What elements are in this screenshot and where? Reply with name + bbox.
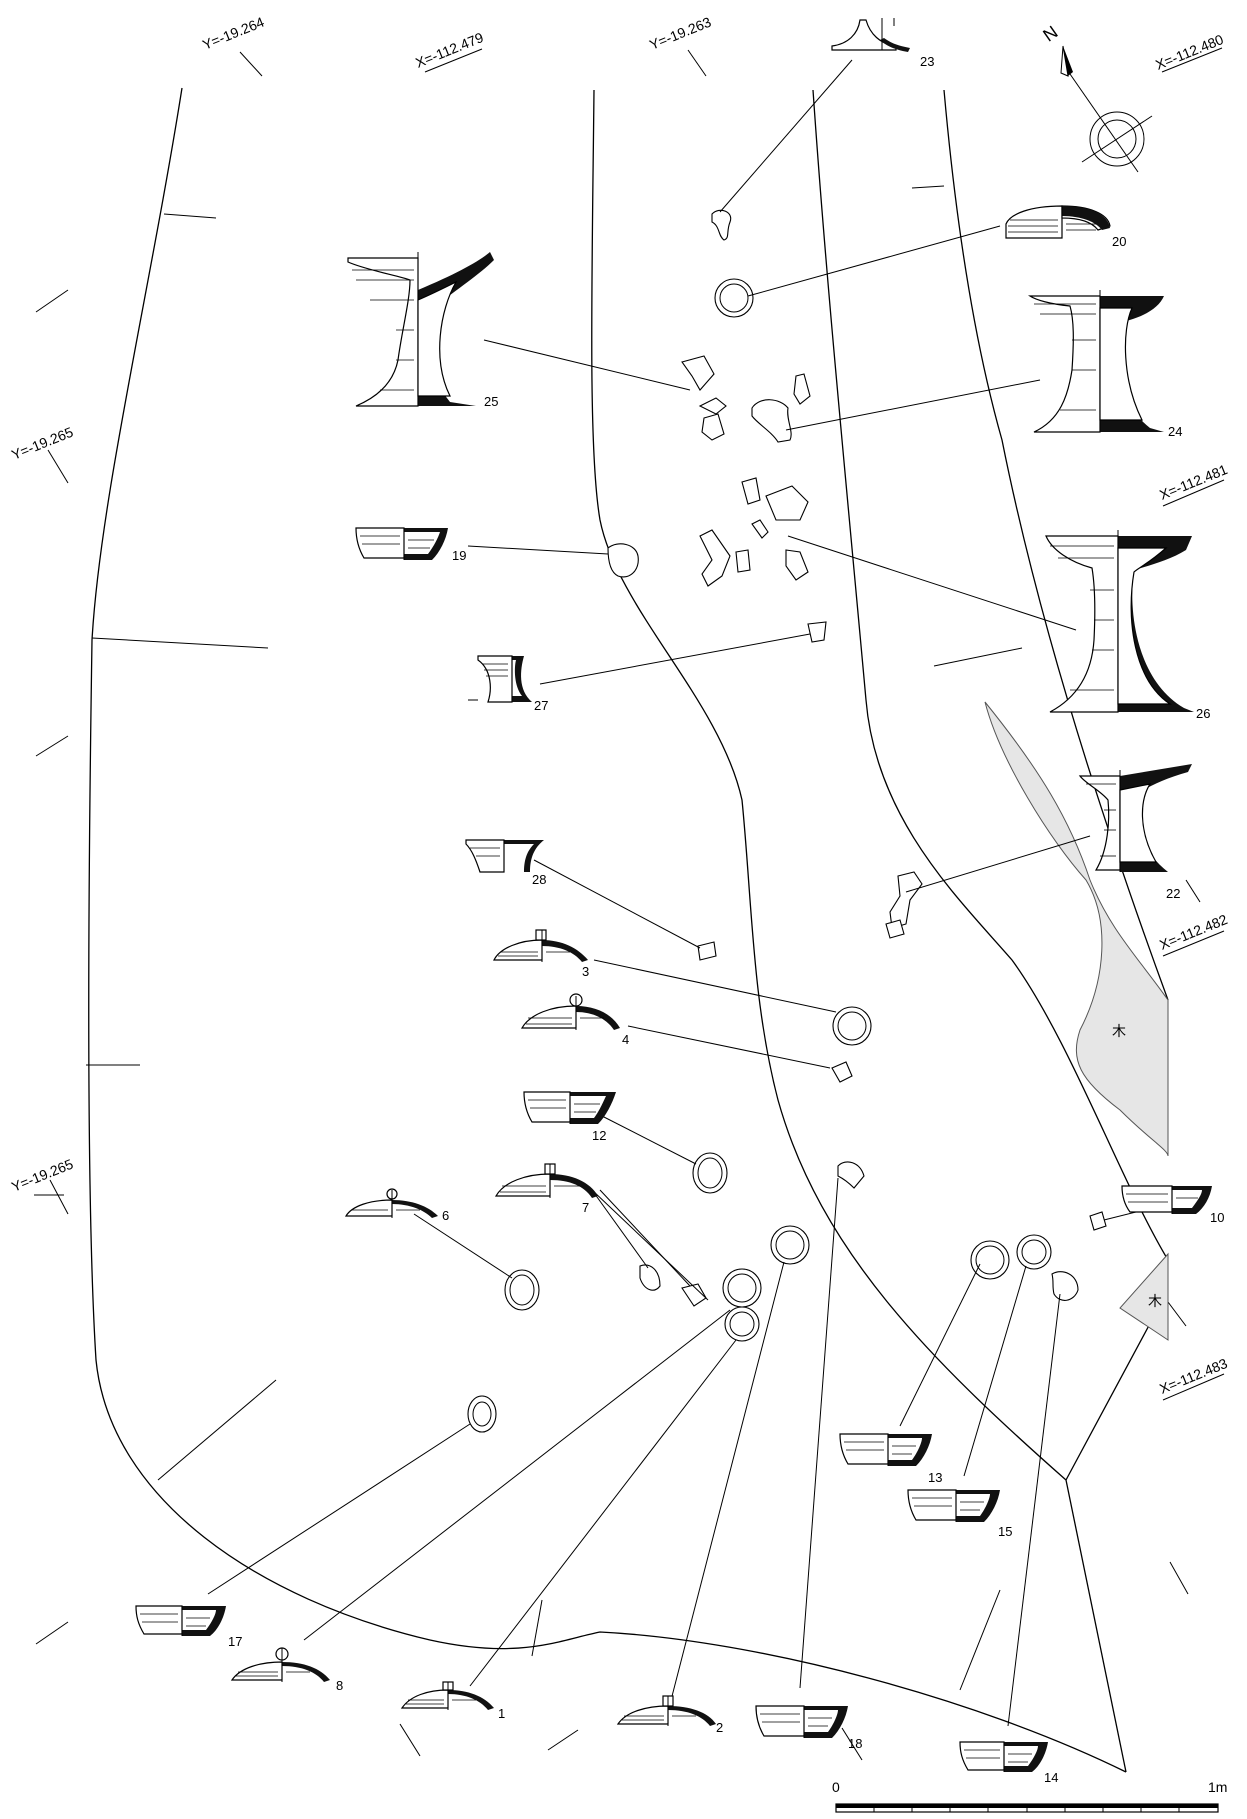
vessel-17: 17	[135, 1605, 242, 1649]
label-20: 20	[1112, 234, 1126, 249]
label-25: 25	[484, 394, 498, 409]
inner-channel-left	[591, 89, 1067, 1481]
label-10: 10	[1210, 1210, 1224, 1225]
label-27: 27	[534, 698, 548, 713]
grid-label-x-112480: X=-112.480	[1153, 31, 1226, 73]
scale-start-label: 0	[832, 1779, 840, 1795]
vessel-26: 26	[1045, 530, 1210, 721]
grid-label-y-19265-a: Y=-19.265	[9, 424, 75, 463]
label-13: 13	[928, 1470, 942, 1485]
vessel-25: 25	[347, 252, 498, 409]
lid-2: 2	[616, 1695, 723, 1735]
fragment-25	[681, 355, 715, 391]
label-15: 15	[998, 1524, 1012, 1539]
wood-label-2: 木	[1148, 1293, 1162, 1309]
vessel-27: 27	[468, 655, 548, 713]
lid-7: 7	[494, 1163, 598, 1215]
fragment-28	[697, 941, 717, 961]
lid-8: 8	[230, 1647, 343, 1693]
label-12: 12	[592, 1128, 606, 1143]
fragment-23	[711, 209, 732, 241]
fragment-8	[722, 1268, 762, 1308]
vessel-28: 28	[465, 839, 546, 887]
grid-label-x-112482: X=-112.482	[1157, 911, 1230, 953]
label-23: 23	[920, 54, 934, 69]
label-24: 24	[1168, 424, 1182, 439]
lid-1: 1	[400, 1681, 505, 1721]
fragment-20	[714, 278, 754, 318]
fragment-4	[831, 1061, 853, 1083]
label-26: 26	[1196, 706, 1210, 721]
vessel-14: 14	[959, 1741, 1058, 1785]
label-2: 2	[716, 1720, 723, 1735]
label-18: 18	[848, 1736, 862, 1751]
label-8: 8	[336, 1678, 343, 1693]
fragment-3	[832, 1006, 872, 1046]
label-22: 22	[1166, 886, 1180, 901]
fragment-13	[970, 1240, 1010, 1280]
lid-3: 3	[493, 929, 589, 979]
scale-bar: 0 1m	[832, 1779, 1227, 1813]
plan-fragments	[467, 209, 1107, 1433]
fragment-10	[1089, 1211, 1107, 1231]
lid-6: 6	[344, 1188, 449, 1223]
label-17: 17	[228, 1634, 242, 1649]
label-1: 1	[498, 1706, 505, 1721]
fragment-14	[1051, 1271, 1079, 1301]
fragment-27	[807, 621, 827, 643]
pit-outlines	[35, 87, 1201, 1773]
vessel-13: 13	[839, 1433, 942, 1485]
north-label: N	[1039, 22, 1061, 46]
fragment-22	[889, 871, 923, 929]
fragment-26	[699, 529, 731, 587]
wood-small	[1119, 1252, 1169, 1341]
vessel-22: 22	[1078, 764, 1192, 901]
fragment-19	[607, 543, 639, 578]
north-arrow: N	[1039, 22, 1153, 173]
inner-channel-middle	[812, 89, 1169, 1261]
label-19: 19	[452, 548, 466, 563]
grid-label-x-112479: X=-112.479	[413, 29, 486, 71]
vessel-19: 19	[355, 527, 466, 563]
label-14: 14	[1044, 1770, 1058, 1785]
fragment-7a	[639, 1264, 661, 1291]
wood-label-1: 木	[1112, 1023, 1126, 1039]
scale-end-label: 1m	[1208, 1779, 1227, 1795]
label-6: 6	[442, 1208, 449, 1223]
vessel-24: 24	[1028, 290, 1182, 439]
fragment-24	[751, 399, 792, 443]
vessel-10: 10	[1121, 1185, 1224, 1225]
vessel-20: 20	[1005, 205, 1126, 249]
inner-channel-right	[943, 89, 1169, 1001]
vessel-18: 18	[755, 1705, 862, 1751]
vessel-12: 12	[523, 1091, 616, 1143]
wood-remains: 木 木	[984, 701, 1169, 1341]
outer-pit-boundary	[88, 87, 1127, 1773]
fragment-2	[770, 1225, 810, 1265]
label-28: 28	[532, 872, 546, 887]
wood-large	[984, 701, 1169, 1157]
grid-label-y-19263: Y=-19.263	[647, 14, 713, 53]
vessel-15: 15	[907, 1489, 1012, 1539]
fragment-17	[467, 1395, 497, 1433]
label-7: 7	[582, 1200, 589, 1215]
label-3: 3	[582, 964, 589, 979]
grid-label-y-19264: Y=-19.264	[200, 14, 266, 53]
grid-label-y-19265-b: Y=-19.265	[9, 1156, 75, 1195]
label-4: 4	[622, 1032, 629, 1047]
vessel-23: 23	[831, 18, 934, 69]
leader-lines	[207, 59, 1161, 1727]
fragment-18	[837, 1161, 865, 1189]
lid-4: 4	[520, 993, 629, 1047]
